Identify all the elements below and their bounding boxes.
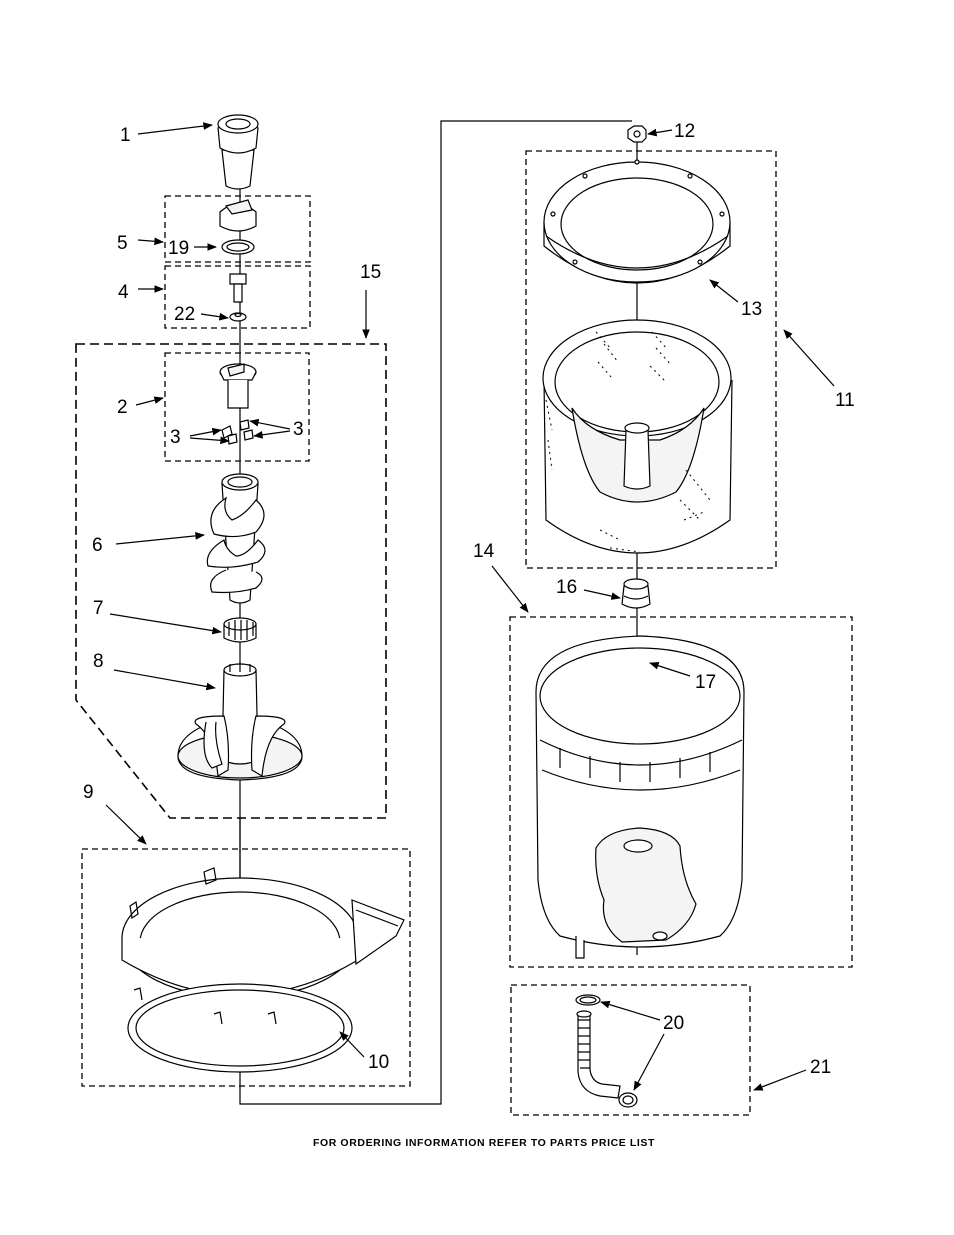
- agitator-cap: [217, 114, 259, 190]
- tub-seal: [127, 983, 353, 1073]
- callout-2: 2: [117, 397, 128, 418]
- agitator-cam: [219, 199, 257, 232]
- agitator-dogs: [221, 419, 254, 445]
- bolt-washer: [229, 312, 247, 322]
- callout-11: 11: [835, 390, 855, 411]
- callout-10: 10: [368, 1052, 389, 1073]
- seal-ring: [221, 239, 255, 255]
- drive-bearing: [621, 578, 651, 609]
- callout-12: 12: [674, 121, 695, 142]
- balance-ring: [543, 159, 731, 284]
- callout-3-left: 3: [170, 427, 181, 448]
- callout-17: 17: [695, 672, 716, 693]
- agitator-bolt: [229, 273, 247, 303]
- footer-note: FOR ORDERING INFORMATION REFER TO PARTS …: [313, 1137, 655, 1149]
- callout-1: 1: [120, 125, 131, 146]
- drain-hose: [576, 1010, 621, 1099]
- outer-tub: [535, 635, 745, 959]
- callout-13: 13: [741, 299, 762, 320]
- group-box-15: [75, 343, 387, 819]
- hex-nut: [627, 125, 647, 143]
- group-box-4: [164, 265, 311, 329]
- callout-15: 15: [360, 262, 381, 283]
- dog-cam-assembly: [219, 363, 257, 409]
- group-box-2: [164, 352, 310, 462]
- callout-19: 19: [168, 238, 189, 259]
- group-box-21: [510, 984, 751, 1116]
- hose-clamp-top: [575, 994, 601, 1006]
- group-box-5: [164, 195, 311, 263]
- callout-9: 9: [83, 782, 94, 803]
- callout-22: 22: [174, 304, 195, 325]
- callout-8: 8: [93, 651, 104, 672]
- callout-5: 5: [117, 233, 128, 254]
- agitator-barrel: [206, 473, 266, 604]
- clutch-ratchet: [223, 617, 257, 643]
- group-box-14: [509, 616, 853, 968]
- callout-14: 14: [473, 541, 495, 562]
- hose-clamp-bottom: [618, 1092, 638, 1108]
- callout-4: 4: [118, 282, 129, 303]
- agitator-base: [177, 662, 303, 781]
- callout-6: 6: [92, 535, 103, 556]
- callout-16: 16: [556, 577, 577, 598]
- callout-3-right: 3: [293, 419, 304, 440]
- spin-basket: [542, 319, 733, 554]
- callout-21: 21: [810, 1057, 831, 1078]
- tub-ring: [121, 867, 405, 999]
- group-box-11: [525, 150, 777, 569]
- callout-7: 7: [93, 598, 104, 619]
- group-box-9: [81, 848, 411, 1087]
- leader-arrows: [105, 122, 835, 1091]
- callout-20: 20: [663, 1013, 684, 1034]
